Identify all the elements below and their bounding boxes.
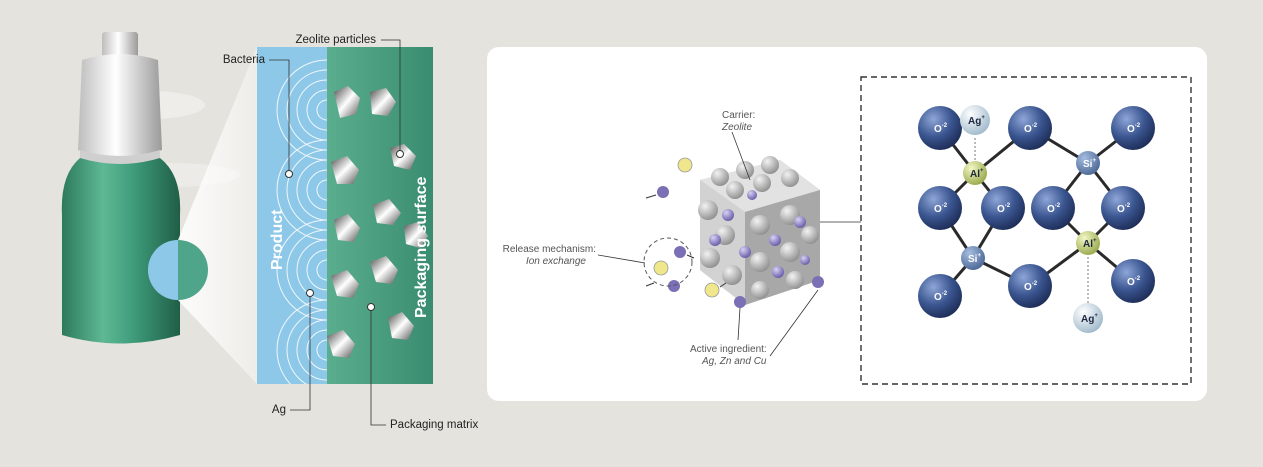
- svg-text:Si+: Si+: [1083, 158, 1096, 170]
- release-value: Ion exchange: [526, 256, 586, 267]
- left-callouts: [269, 39, 401, 426]
- structure-box: [860, 76, 1192, 385]
- svg-text:O-2: O-2: [1024, 281, 1038, 293]
- ion-yellow-icon: [704, 282, 720, 298]
- oxygen-atom-icon: [1111, 106, 1155, 150]
- svg-text:O-2: O-2: [1047, 203, 1061, 215]
- bacteria-label: Bacteria: [223, 54, 266, 66]
- zeolite-particle-icon: [331, 156, 359, 184]
- bottle-tip-icon: [102, 32, 138, 58]
- svg-text:O-2: O-2: [934, 123, 948, 135]
- svg-text:Ag+: Ag+: [1081, 313, 1098, 325]
- active-value: Ag, Zn and Cu: [701, 356, 767, 367]
- silver-atom-icon: [1073, 303, 1103, 333]
- zeolite-particle-icon: [334, 214, 360, 242]
- zeolite-detail-card: [487, 47, 1207, 401]
- cross-section: Product Packaging surface: [257, 47, 433, 384]
- zeolite-particle-icon: [390, 144, 416, 170]
- active-title: Active ingredient:: [690, 344, 767, 355]
- bacteria-waves-icon: [276, 59, 327, 384]
- silicon-atom-icon: [1076, 151, 1100, 175]
- silver-atom-icon: [960, 105, 990, 135]
- svg-text:O-2: O-2: [1117, 203, 1131, 215]
- svg-text:O-2: O-2: [934, 291, 948, 303]
- oxygen-atom-icon: [1031, 186, 1075, 230]
- aluminum-atom-icon: [963, 161, 987, 185]
- zeolite-particle-icon: [331, 270, 359, 298]
- oxygen-atom-icon: [1008, 106, 1052, 150]
- packaging-matrix-label: Packaging matrix: [390, 419, 478, 431]
- oxygen-atom-icon: [1111, 259, 1155, 303]
- release-title: Release mechanism:: [503, 244, 596, 255]
- ion-exchange-ring: [643, 237, 693, 287]
- bottle-body-icon: [61, 158, 181, 344]
- atom-labels: O-2 O-2 O-2 O-2 O-2 O-2 O-2 O-2 O-2 O-2 …: [934, 115, 1141, 325]
- zeolite-particle-icon: [404, 222, 428, 248]
- ion-purple-icon: [657, 186, 669, 198]
- svg-text:Ag+: Ag+: [968, 115, 985, 127]
- oxygen-atom-icon: [1101, 186, 1145, 230]
- ion-yellow-icon: [653, 260, 669, 276]
- right-callouts: [597, 131, 861, 357]
- zeolite-cube-icon: [698, 156, 820, 305]
- oxygen-atom-icon: [918, 106, 962, 150]
- ions-group: [643, 157, 824, 308]
- aluminum-atom-icon: [1076, 231, 1100, 255]
- carrier-value: Zeolite: [721, 122, 752, 133]
- ion-yellow-icon: [677, 157, 693, 173]
- svg-text:Al+: Al+: [1083, 238, 1097, 250]
- oxygen-atom-icon: [918, 186, 962, 230]
- callout-dots: [285, 150, 404, 311]
- bottle-illustration: [61, 32, 257, 384]
- carrier-title: Carrier:: [722, 110, 755, 121]
- svg-text:O-2: O-2: [1024, 123, 1038, 135]
- svg-text:O-2: O-2: [997, 203, 1011, 215]
- zeolite-particle-icon: [334, 86, 360, 118]
- svg-text:O-2: O-2: [1127, 123, 1141, 135]
- silicon-atom-icon: [961, 246, 985, 270]
- oxygen-atom-icon: [1008, 264, 1052, 308]
- zeolite-particles-label: Zeolite particles: [295, 34, 376, 46]
- ag-label: Ag: [272, 404, 286, 416]
- bottle-cap-icon: [78, 54, 162, 156]
- svg-text:O-2: O-2: [1127, 276, 1141, 288]
- oxygen-atom-icon: [981, 186, 1025, 230]
- oxygen-atoms: [918, 106, 1155, 318]
- zeolite-particles-group: [327, 86, 428, 358]
- zeolite-particle-icon: [373, 199, 401, 225]
- ion-purple-icon: [674, 246, 686, 258]
- packaging-surface-label: Packaging surface: [413, 177, 430, 319]
- svg-text:Al+: Al+: [970, 168, 984, 180]
- svg-text:Si+: Si+: [968, 253, 981, 265]
- ion-purple-icon: [734, 296, 746, 308]
- zeolite-particle-icon: [388, 312, 414, 340]
- zeolite-particle-icon: [327, 330, 355, 358]
- ag-bonds: [974, 138, 1089, 303]
- zeolite-particle-icon: [370, 256, 398, 284]
- svg-text:O-2: O-2: [934, 203, 948, 215]
- zeolite-particle-icon: [370, 88, 396, 116]
- oxygen-atom-icon: [918, 274, 962, 318]
- ion-purple-icon: [668, 280, 680, 292]
- product-layer: [257, 47, 327, 384]
- ion-purple-icon: [812, 276, 824, 288]
- product-label: Product: [269, 209, 286, 270]
- magnify-cone: [178, 47, 257, 384]
